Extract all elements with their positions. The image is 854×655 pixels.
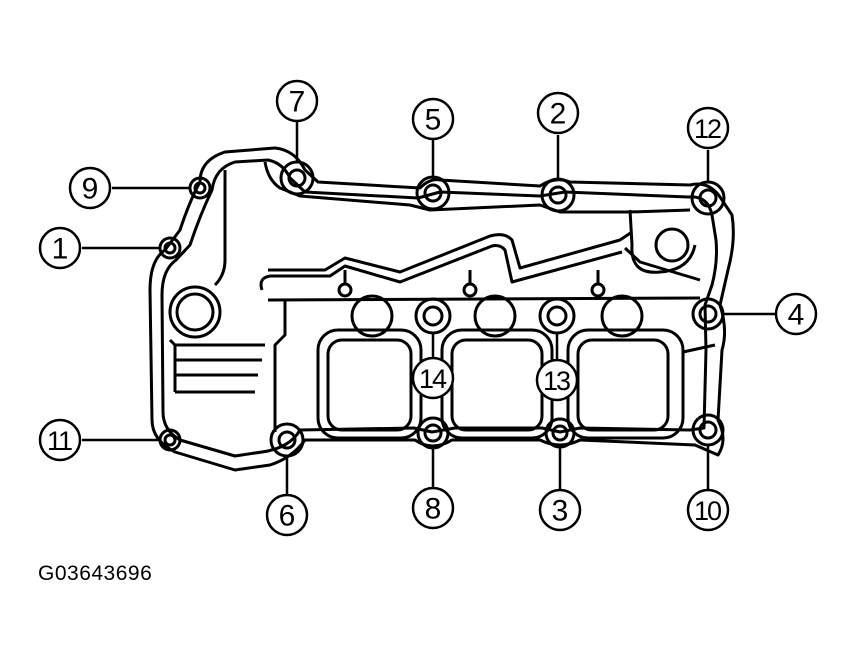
callout-label-13: 13 <box>543 366 570 396</box>
bolt-6 <box>269 422 305 458</box>
callout-label-12: 12 <box>694 114 721 144</box>
callout-circle-11 <box>38 418 82 462</box>
callout-label-2: 2 <box>550 98 567 131</box>
figure-id: G03643696 <box>38 562 153 585</box>
callout-label-4: 4 <box>788 299 805 332</box>
callout-circle-5 <box>411 97 455 141</box>
callout-circle-8 <box>411 486 455 530</box>
callout-label-5: 5 <box>425 104 442 137</box>
callout-label-14: 14 <box>419 364 447 394</box>
bolt-13 <box>538 297 576 335</box>
callout-circle-2 <box>536 91 580 135</box>
callout-circle-12 <box>686 106 730 150</box>
callout-circle-4 <box>774 292 818 336</box>
callout-label-10: 10 <box>694 496 721 526</box>
callout-circle-9 <box>68 166 112 210</box>
callout-labels: 1 2 3 4 5 6 7 8 9 10 11 12 13 14 <box>47 86 804 533</box>
callout-circle-7 <box>275 79 319 123</box>
leader-lines <box>82 122 776 495</box>
callout-circle-10 <box>686 488 730 532</box>
callout-circle-13 <box>535 358 579 402</box>
callout-circle-6 <box>265 493 309 537</box>
callout-circle-1 <box>38 226 82 270</box>
callout-label-3: 3 <box>552 495 569 528</box>
bolt-7 <box>279 160 315 196</box>
bolt-4 <box>691 297 725 331</box>
callout-label-6: 6 <box>279 500 296 533</box>
bolt-14 <box>414 297 452 335</box>
callout-label-11: 11 <box>47 426 72 456</box>
callout-label-9: 9 <box>82 173 99 206</box>
callouts <box>38 79 818 537</box>
callout-label-7: 7 <box>289 86 306 119</box>
cover-bosses <box>168 227 690 339</box>
callout-label-8: 8 <box>425 493 442 526</box>
callout-label-1: 1 <box>52 233 69 266</box>
callout-circle-14 <box>411 356 455 400</box>
callout-circle-3 <box>538 488 582 532</box>
